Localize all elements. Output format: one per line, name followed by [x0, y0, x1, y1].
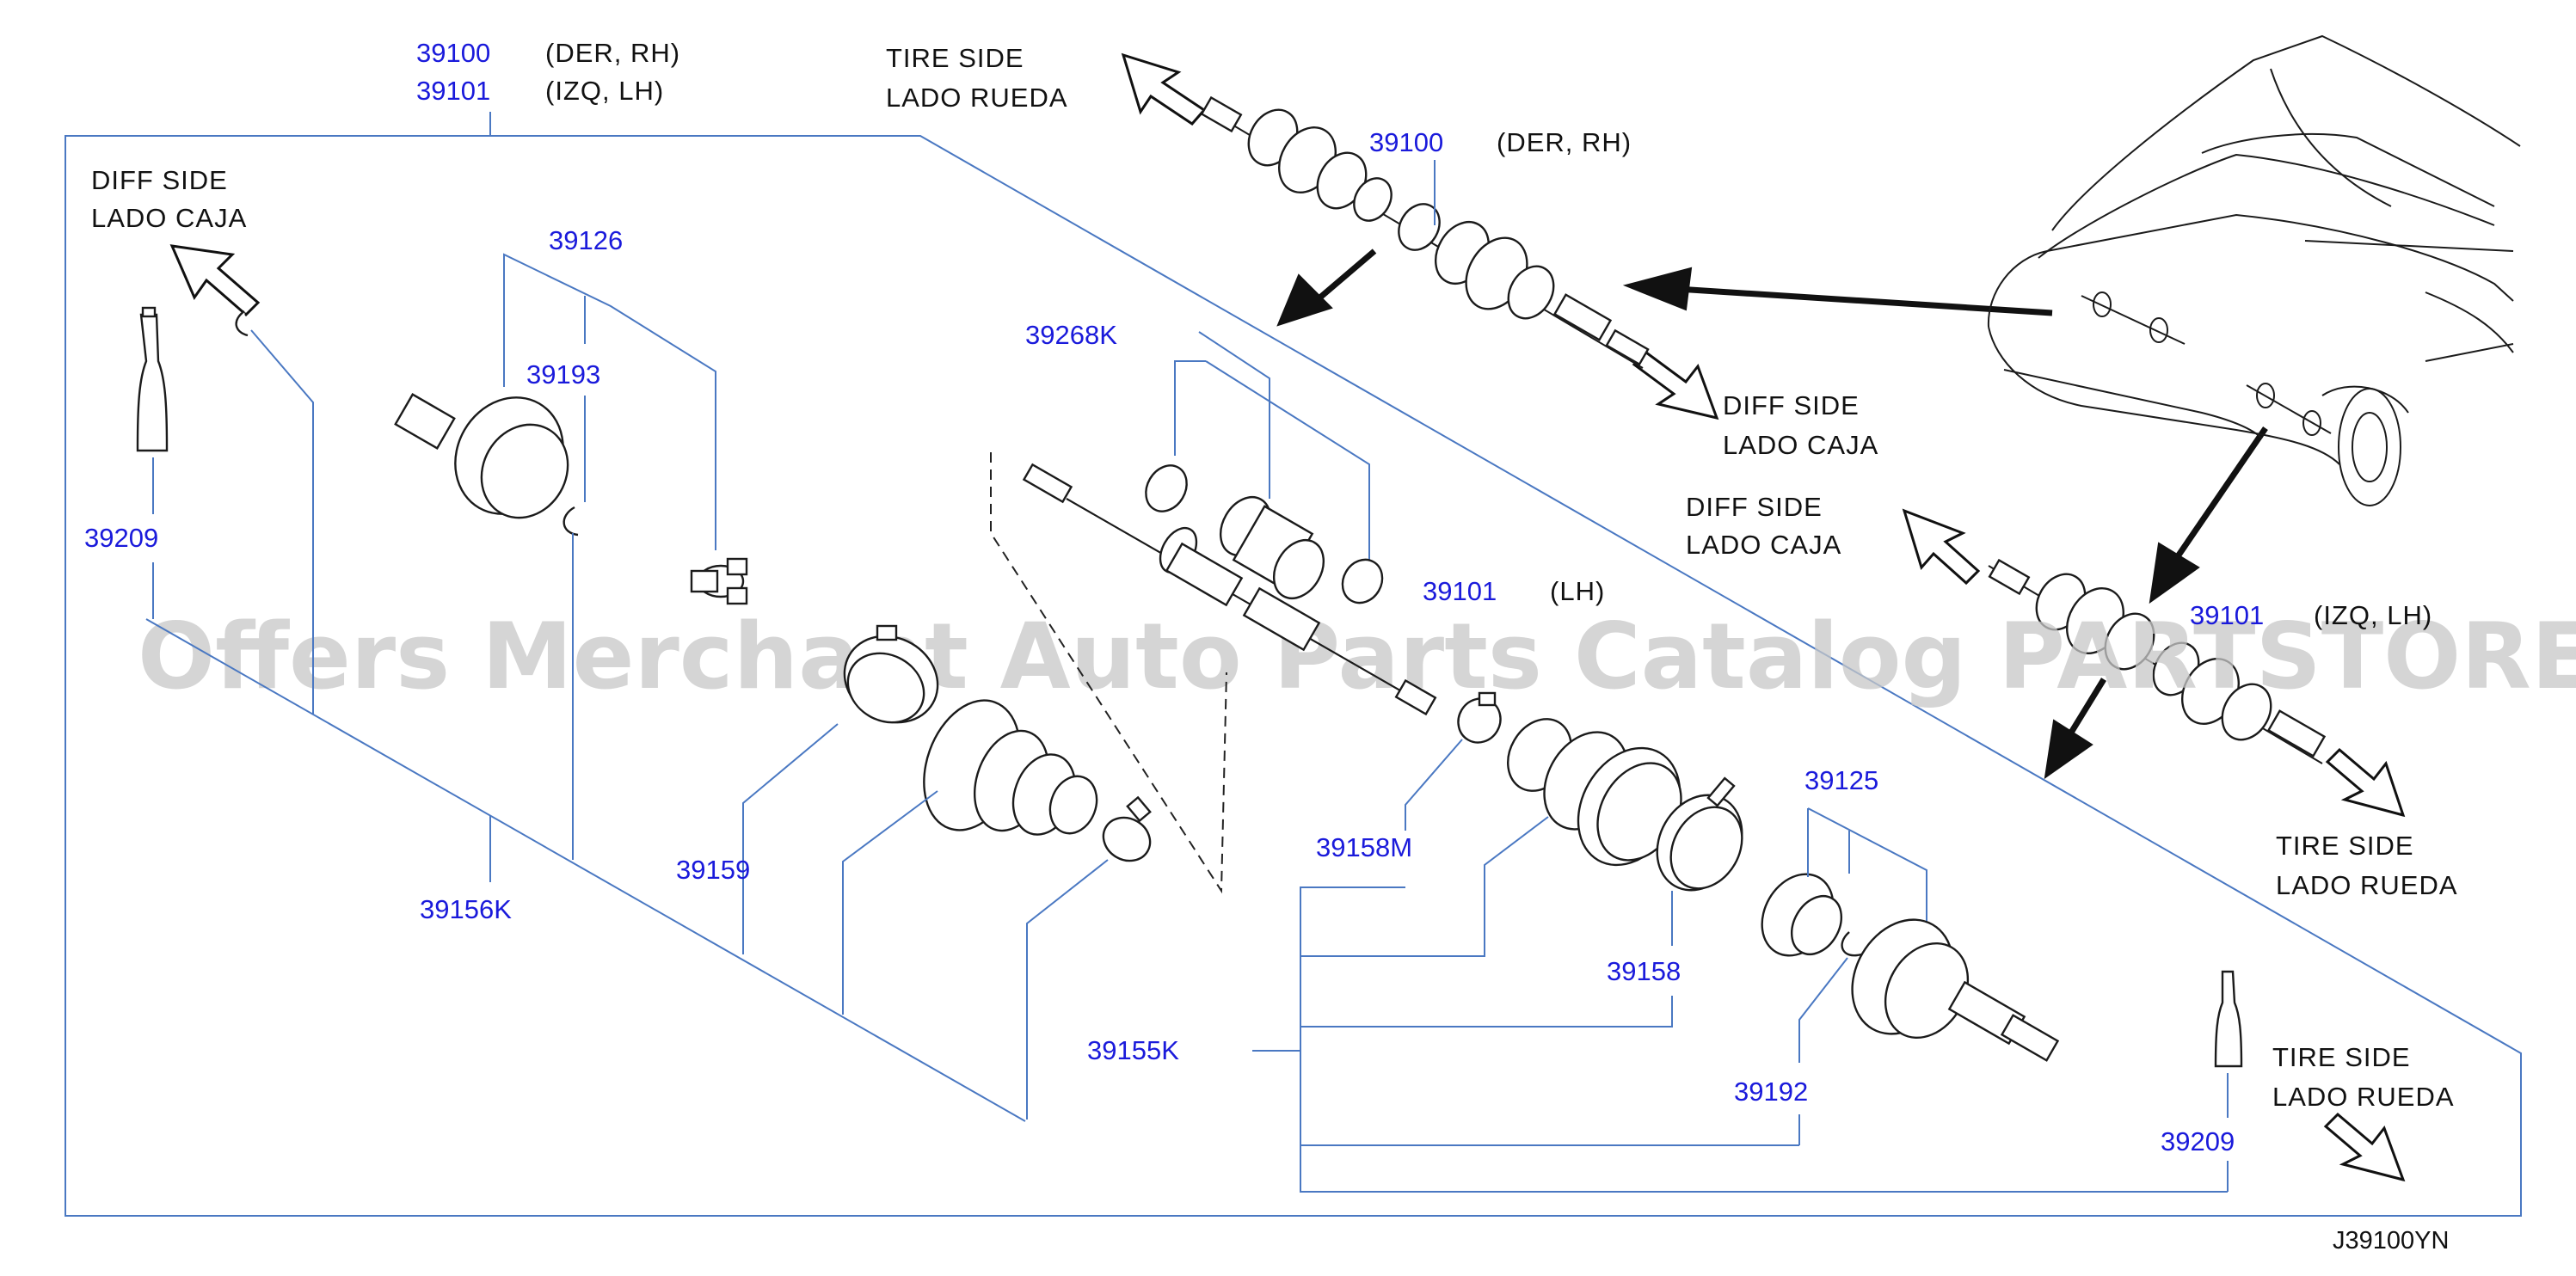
rh-shaft-desc: (DER, RH) [1497, 127, 1632, 157]
part-number-39156K[interactable]: 39156K [420, 894, 512, 924]
diff-side-label-upper-right: DIFF SIDE [1723, 390, 1860, 420]
vehicle-illustration [1987, 34, 2521, 506]
tire-side-label-top: TIRE SIDE [886, 43, 1024, 73]
solid-arrow-rh-shaft-down [1276, 248, 1377, 327]
open-arrow-tire-bottom-right [2323, 1112, 2406, 1182]
lh-shaft-desc: (LH) [1550, 576, 1605, 606]
leader-boot-left [842, 790, 938, 1015]
tire-side-label-bottom-right: TIRE SIDE [2272, 1042, 2411, 1072]
leader-39158M [1405, 739, 1463, 831]
diff-side-label-mid-right: DIFF SIDE [1686, 492, 1823, 522]
watermark-text: Offers Merchant Auto Parts Catalog PARTS… [138, 604, 2576, 709]
leader-39125 [1807, 807, 1927, 937]
part-number-39209-right[interactable]: 39209 [2161, 1126, 2235, 1156]
leader-39126 [503, 253, 716, 550]
exploded-view-bracket [990, 452, 1227, 894]
header-part-desc-39100: (DER, RH) [545, 38, 680, 68]
intermediate-shaft [1022, 463, 1437, 716]
spider-assembly [690, 557, 748, 605]
rh-drive-shaft-illustration [1200, 95, 1650, 369]
open-arrow-tire-top [1121, 52, 1207, 126]
lado-caja-label-mid-right: LADO CAJA [1686, 530, 1841, 560]
part-number-39209-left[interactable]: 39209 [84, 523, 158, 553]
diagram-code: J39100YN [2333, 1227, 2449, 1255]
lh-drive-shaft-illustration [1988, 558, 2327, 764]
small-clamp-left [1102, 795, 1152, 862]
lado-caja-label-left: LADO CAJA [91, 203, 247, 233]
part-number-39158[interactable]: 39158 [1607, 956, 1681, 986]
solid-arrow-car-to-lh-shaft [2149, 426, 2268, 604]
leader-39158-down [1300, 996, 1673, 1028]
lh-shaft-desc-right: (IZQ, LH) [2314, 600, 2432, 630]
header-part-desc-39101: (IZQ, LH) [545, 76, 664, 106]
damper-clamp-1 [1145, 464, 1188, 512]
leader-boot-right [1300, 816, 1549, 957]
part-number-39155K[interactable]: 39155K [1087, 1035, 1179, 1065]
snap-ring-left [235, 310, 249, 337]
open-arrow-diff-upper-right [1632, 351, 1719, 420]
outer-joint-right [1851, 918, 2060, 1062]
leader-small-clamp-left [1026, 859, 1109, 1120]
part-number-39193[interactable]: 39193 [526, 359, 600, 390]
leader-39159 [742, 723, 839, 954]
leader-39192 [1798, 957, 1848, 1063]
grease-tube-right [2214, 970, 2243, 1068]
leader-snap-ring [250, 329, 314, 714]
lado-caja-label-upper-right: LADO CAJA [1723, 430, 1878, 460]
inner-race-39125 [1761, 873, 1843, 957]
lado-rueda-label-right: LADO RUEDA [2276, 870, 2458, 900]
part-number-39268K[interactable]: 39268K [1025, 320, 1117, 350]
diff-side-label-left: DIFF SIDE [91, 165, 228, 195]
part-number-39159[interactable]: 39159 [676, 855, 750, 885]
header-part-number-39101[interactable]: 39101 [416, 76, 490, 106]
joint-housing-39126 [394, 393, 569, 519]
part-number-39158M[interactable]: 39158M [1316, 832, 1412, 862]
leader-39268K-a [1174, 360, 1206, 456]
part-number-39125[interactable]: 39125 [1804, 765, 1878, 795]
header-part-number-39100[interactable]: 39100 [416, 38, 490, 68]
boot-left [923, 699, 1098, 836]
part-number-39126[interactable]: 39126 [549, 225, 623, 255]
lh-shaft-part-number[interactable]: 39101 [1423, 576, 1497, 606]
open-arrow-diff-mid-right [1902, 508, 1981, 586]
lh-shaft-part-number-right[interactable]: 39101 [2190, 600, 2264, 630]
lado-rueda-label-bottom-right: LADO RUEDA [2272, 1082, 2455, 1112]
part-number-39192[interactable]: 39192 [1734, 1077, 1808, 1107]
assembly-diagonal-left [145, 618, 1026, 1122]
open-arrow-tire-right [2325, 747, 2406, 818]
dynamic-damper [1219, 496, 1325, 599]
rh-shaft-part-number[interactable]: 39100 [1369, 127, 1443, 157]
band-clamp-39159 [843, 624, 939, 724]
solid-arrow-lh-shaft-down [2044, 678, 2106, 780]
bracket-39155K [1300, 886, 2228, 1193]
leader-39268K [1198, 331, 1270, 499]
clamp-39158M [1457, 691, 1502, 744]
open-arrow-diff-left [169, 244, 261, 317]
snap-ring-39193 [563, 506, 579, 537]
tire-side-label-right: TIRE SIDE [2276, 831, 2414, 861]
damper-clamp-2 [1341, 558, 1384, 604]
band-clamp-39158 [1656, 776, 1743, 892]
leader-39268K-b [1205, 360, 1370, 564]
lado-rueda-label-top: LADO RUEDA [886, 83, 1068, 113]
solid-arrow-car-to-rh-shaft [1622, 267, 2053, 316]
snap-ring-39192 [1841, 931, 1862, 957]
grease-tube-left [136, 306, 169, 452]
assembly-outline [65, 135, 2522, 1217]
